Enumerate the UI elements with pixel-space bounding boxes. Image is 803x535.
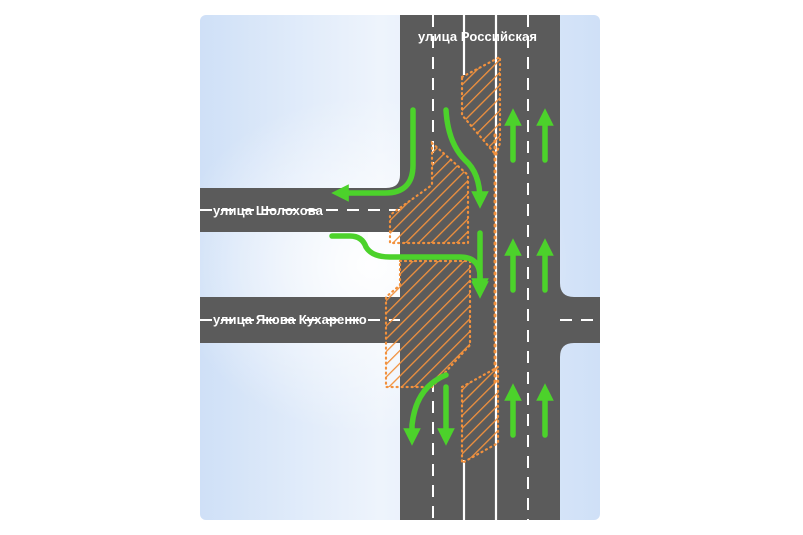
arrow-down-icon xyxy=(443,107,489,209)
traffic-arrows xyxy=(329,107,554,446)
arrow-left-icon xyxy=(331,107,416,202)
corner-right-top xyxy=(560,283,574,297)
road-lower-left xyxy=(200,297,400,343)
arrow-right-turn-icon xyxy=(329,233,489,296)
arrow-down-icon xyxy=(403,372,449,446)
corner-top-left xyxy=(386,175,400,188)
street-label-rossiyskaya: улица Российская xyxy=(418,29,538,44)
hatch-zone-left-upper xyxy=(388,140,470,245)
street-label-sholokhova: улица Шолохова xyxy=(213,203,323,218)
hatch-zone-left-lower xyxy=(384,259,472,389)
corner-right-bottom xyxy=(560,343,574,357)
intersection-map xyxy=(200,15,600,520)
street-label-kukharenko: улица Якова Кухаренко xyxy=(213,312,367,327)
hatch-zone-top-median xyxy=(460,55,502,158)
hatch-zone-bottom-median xyxy=(460,365,500,465)
intersection-scheme-card: улица Российская улица Шолохова улица Як… xyxy=(200,15,600,520)
hatched-zones xyxy=(384,55,502,465)
